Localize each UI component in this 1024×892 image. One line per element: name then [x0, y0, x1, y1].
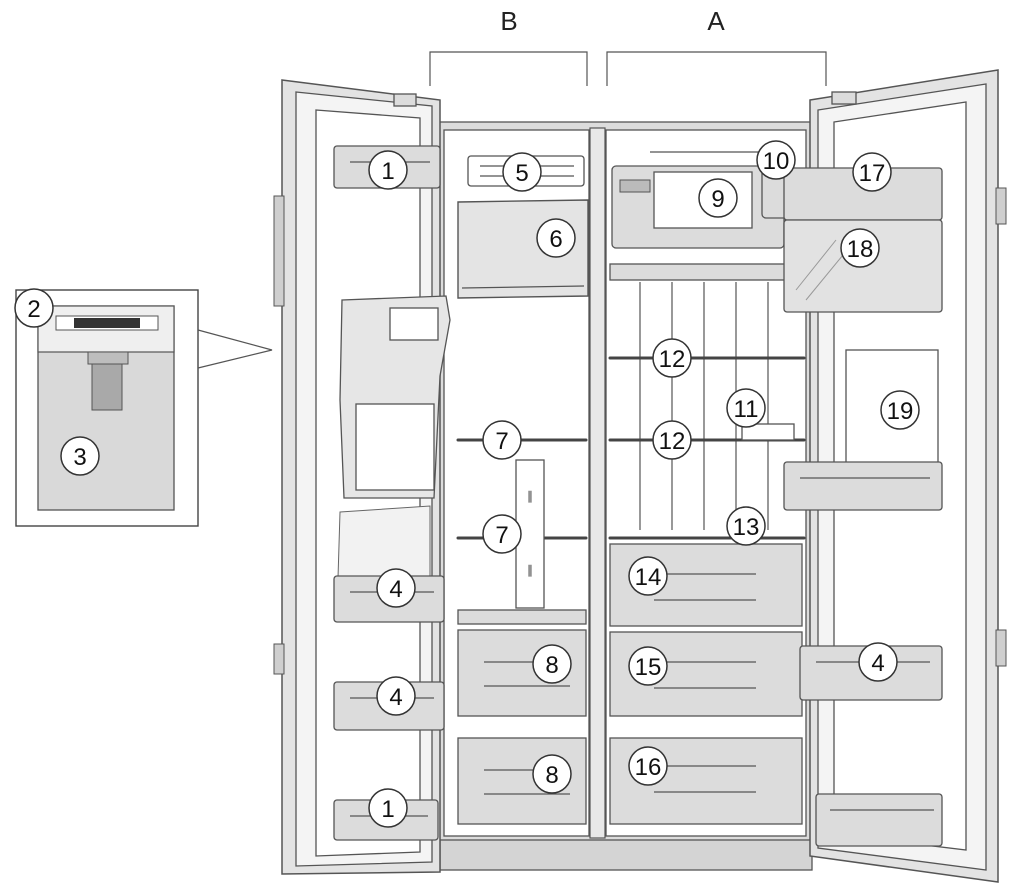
- callout-7a: 7: [482, 420, 522, 460]
- svg-text:5: 5: [515, 160, 528, 187]
- svg-text:9: 9: [711, 186, 724, 213]
- dispenser-inset: [15, 289, 273, 527]
- callout-4b: 4: [376, 676, 416, 716]
- callout-19: 19: [880, 390, 920, 430]
- svg-text:11: 11: [734, 396, 759, 423]
- dispenser-housing: [337, 295, 451, 579]
- svg-text:16: 16: [635, 754, 662, 781]
- callout-5: 5: [502, 152, 542, 192]
- callout-18: 18: [840, 228, 880, 268]
- callout-17: 17: [852, 152, 892, 192]
- freezer-shelf-3: [457, 609, 587, 625]
- callout-6: 6: [536, 218, 576, 258]
- svg-text:7: 7: [495, 428, 508, 455]
- section-label-b: B: [500, 6, 517, 36]
- callout-10: 10: [756, 140, 796, 180]
- callout-4c: 4: [858, 642, 898, 682]
- callout-14: 14: [628, 556, 668, 596]
- svg-text:12: 12: [659, 428, 686, 455]
- section-bracket-b: [429, 51, 588, 86]
- callout-7b: 7: [482, 514, 522, 554]
- callout-16: 16: [628, 746, 668, 786]
- callout-8b: 8: [532, 754, 572, 794]
- callout-2: 2: [14, 288, 54, 328]
- svg-text:∥: ∥: [527, 563, 533, 577]
- svg-text:4: 4: [389, 576, 402, 603]
- svg-text:1: 1: [381, 796, 394, 823]
- callout-12a: 12: [652, 338, 692, 378]
- svg-text:13: 13: [733, 514, 760, 541]
- callout-1a: 1: [368, 150, 408, 190]
- fridge-top-shelf: [609, 263, 807, 281]
- svg-text:12: 12: [659, 346, 686, 373]
- callout-3: 3: [60, 436, 100, 476]
- callout-13: 13: [726, 506, 766, 546]
- svg-text:3: 3: [73, 444, 86, 471]
- svg-text:8: 8: [545, 762, 558, 789]
- door-bin-right-1: [783, 461, 943, 511]
- callout-1b: 1: [368, 788, 408, 828]
- svg-text:10: 10: [763, 148, 790, 175]
- callout-9: 9: [698, 178, 738, 218]
- bottle-area: [845, 349, 939, 473]
- door-bin-right-3: [815, 793, 943, 847]
- svg-text:7: 7: [495, 522, 508, 549]
- callout-15: 15: [628, 646, 668, 686]
- callout-12b: 12: [652, 420, 692, 460]
- svg-text:14: 14: [635, 564, 662, 591]
- svg-text:19: 19: [887, 398, 914, 425]
- svg-text:18: 18: [847, 236, 874, 263]
- svg-text:1: 1: [381, 158, 394, 185]
- freezer-divider: ∥ ∥: [515, 459, 545, 609]
- svg-text:4: 4: [871, 650, 884, 677]
- svg-text:2: 2: [27, 296, 40, 323]
- svg-text:6: 6: [549, 226, 562, 253]
- svg-text:17: 17: [859, 160, 886, 187]
- callout-11: 11: [726, 388, 766, 428]
- egg-tray: [741, 423, 795, 441]
- svg-text:15: 15: [635, 654, 662, 681]
- section-bracket-a: [606, 51, 827, 86]
- callout-4a: 4: [376, 568, 416, 608]
- section-label-a: A: [707, 6, 725, 36]
- svg-text:∥: ∥: [527, 489, 533, 503]
- svg-text:4: 4: [389, 684, 402, 711]
- callout-8a: 8: [532, 644, 572, 684]
- svg-text:8: 8: [545, 652, 558, 679]
